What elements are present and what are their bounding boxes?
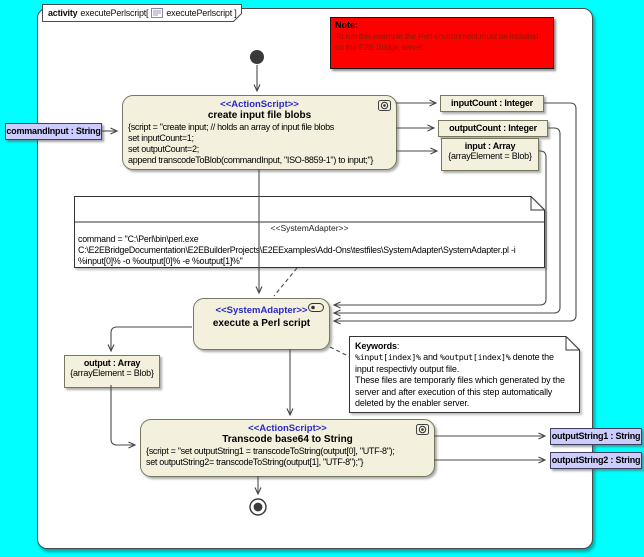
action-script-icon [378,100,391,111]
script-line: set outputCount=2; [128,144,199,154]
command-line: %input[0]% -o %output[0]% -e %output[1]%… [78,256,243,266]
script-line: {script = "set outputString1 = transcode… [146,446,395,456]
stereotype-label: <<SystemAdapter>> [270,223,349,233]
note-system-adapter-command[interactable]: <<SystemAdapter>> command = "C:\Perl\bin… [74,196,545,268]
activity-diagram-icon [151,8,164,18]
object-label: input : Array [464,141,516,151]
stereotype-label: <<SystemAdapter>> [215,305,308,316]
object-label: outputCount : Integer [449,123,537,133]
object-constraint: {arrayElement = Blob} [70,368,154,378]
tab-keyword: activity [48,8,78,18]
pin-command-input[interactable]: commandInput : String [5,123,102,140]
pin-label: commandInput : String [6,126,101,136]
object-label: output : Array [83,358,141,368]
keyword-input-index: %input[index]% [355,352,421,363]
note-title: Note: [335,20,358,30]
system-adapter-icon [308,303,324,312]
object-constraint: {arrayElement = Blob} [448,151,532,161]
keywords-text: Keywords: %input[index]% and %output[ind… [355,341,574,409]
object-node-input-array[interactable]: input : Array {arrayElement = Blob} [441,138,539,171]
activity-tab-shape [42,4,242,22]
action-transcode-base64-to-string[interactable]: <<ActionScript>> Transcode base64 to Str… [140,419,435,477]
object-node-output-count[interactable]: outputCount : Integer [438,120,548,137]
action-execute-perl-script[interactable]: <<SystemAdapter>> execute a Perl script [193,298,330,350]
action-create-input-file-blobs[interactable]: <<ActionScript>> create input file blobs… [122,95,397,170]
activity-tab-label: activity executePerlscript[ executePerls… [48,7,237,19]
command-line: command = "C:\Perl\bin\perl.exe [78,234,199,244]
object-node-output-array[interactable]: output : Array {arrayElement = Blob} [64,355,160,388]
script-line: append transcodeToBlob(commandInput, "IS… [128,155,374,165]
keywords-title: Keywords [355,341,397,351]
keywords-paragraph: These files are temporarly files which g… [355,375,565,409]
pin-label: outputString2 : String [551,455,641,465]
pin-label: outputString1 : String [551,431,641,441]
object-node-input-count[interactable]: inputCount : Integer [440,95,544,112]
stereotype-label: <<ActionScript>> [220,99,299,110]
action-name: Transcode base64 to String [222,434,353,445]
pin-output-string2[interactable]: outputString2 : String [550,452,642,469]
tab-suffix: executePerlscript ] [166,8,237,18]
tab-name: executePerlscript[ [80,8,149,18]
object-label: inputCount : Integer [451,98,533,108]
note-line-2: on the E2E Bridge server. [335,42,425,52]
note-shape [349,336,580,413]
script-line: set inputCount=1; [128,133,194,143]
note-keywords[interactable]: Keywords: %input[index]% and %output[ind… [349,336,580,413]
script-line: set outputString2= transcodeToString(out… [146,457,364,467]
action-name: create input file blobs [207,110,312,121]
keyword-output-index: %output[index]% [440,352,511,363]
script-line: {script = "create input; // holds an arr… [128,122,334,132]
note-perl-requirement[interactable]: Note: To run this example the Perl envir… [330,17,554,69]
command-line: C:\E2EBridgeDocumentation\E2EBuilderProj… [78,245,516,255]
stereotype-label: <<ActionScript>> [248,423,327,434]
note-line-1: To run this example the Perl environment… [335,31,539,41]
action-script-icon [416,424,429,435]
action-name: execute a Perl script [212,318,311,329]
activity-tab[interactable] [42,4,242,22]
pin-output-string1[interactable]: outputString1 : String [550,428,642,445]
